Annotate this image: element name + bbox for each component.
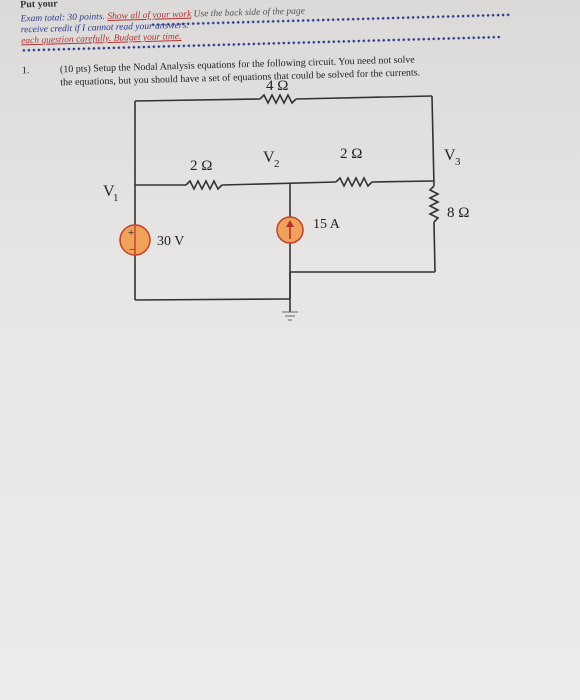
label-v3-sub: 3 (455, 156, 461, 168)
voltage-source-icon (119, 224, 151, 256)
label-v3: V (444, 147, 456, 164)
voltage-source-minus: − (129, 244, 135, 256)
label-v1: V (103, 183, 115, 200)
label-8ohm: 8 Ω (447, 205, 469, 221)
voltage-source-plus: + (128, 227, 134, 239)
wire-mid-b (221, 181, 337, 186)
label-15a: 15 A (313, 217, 341, 232)
ground-icon (282, 311, 298, 321)
current-source-icon (276, 216, 304, 244)
wire-top-left (134, 98, 261, 102)
label-v2-sub: 2 (274, 158, 280, 170)
wire-right-upper (431, 95, 435, 187)
resistor-2ohm-left (185, 179, 223, 191)
resistor-8ohm (428, 185, 440, 223)
wire-bottom-left (134, 298, 291, 301)
circuit-wires (134, 93, 440, 312)
label-v2: V (263, 149, 275, 166)
resistor-4ohm (259, 93, 297, 105)
label-2ohm-left: 2 Ω (190, 158, 212, 174)
wire-top-right (295, 95, 433, 100)
wire-right-lower (433, 221, 436, 273)
label-2ohm-mid: 2 Ω (340, 146, 362, 162)
resistor-2ohm-mid (335, 176, 373, 188)
label-30v: 30 V (157, 234, 184, 249)
wire-mid-c (371, 180, 435, 183)
label-4ohm: 4 Ω (266, 78, 288, 94)
label-v1-sub: 1 (113, 192, 119, 204)
